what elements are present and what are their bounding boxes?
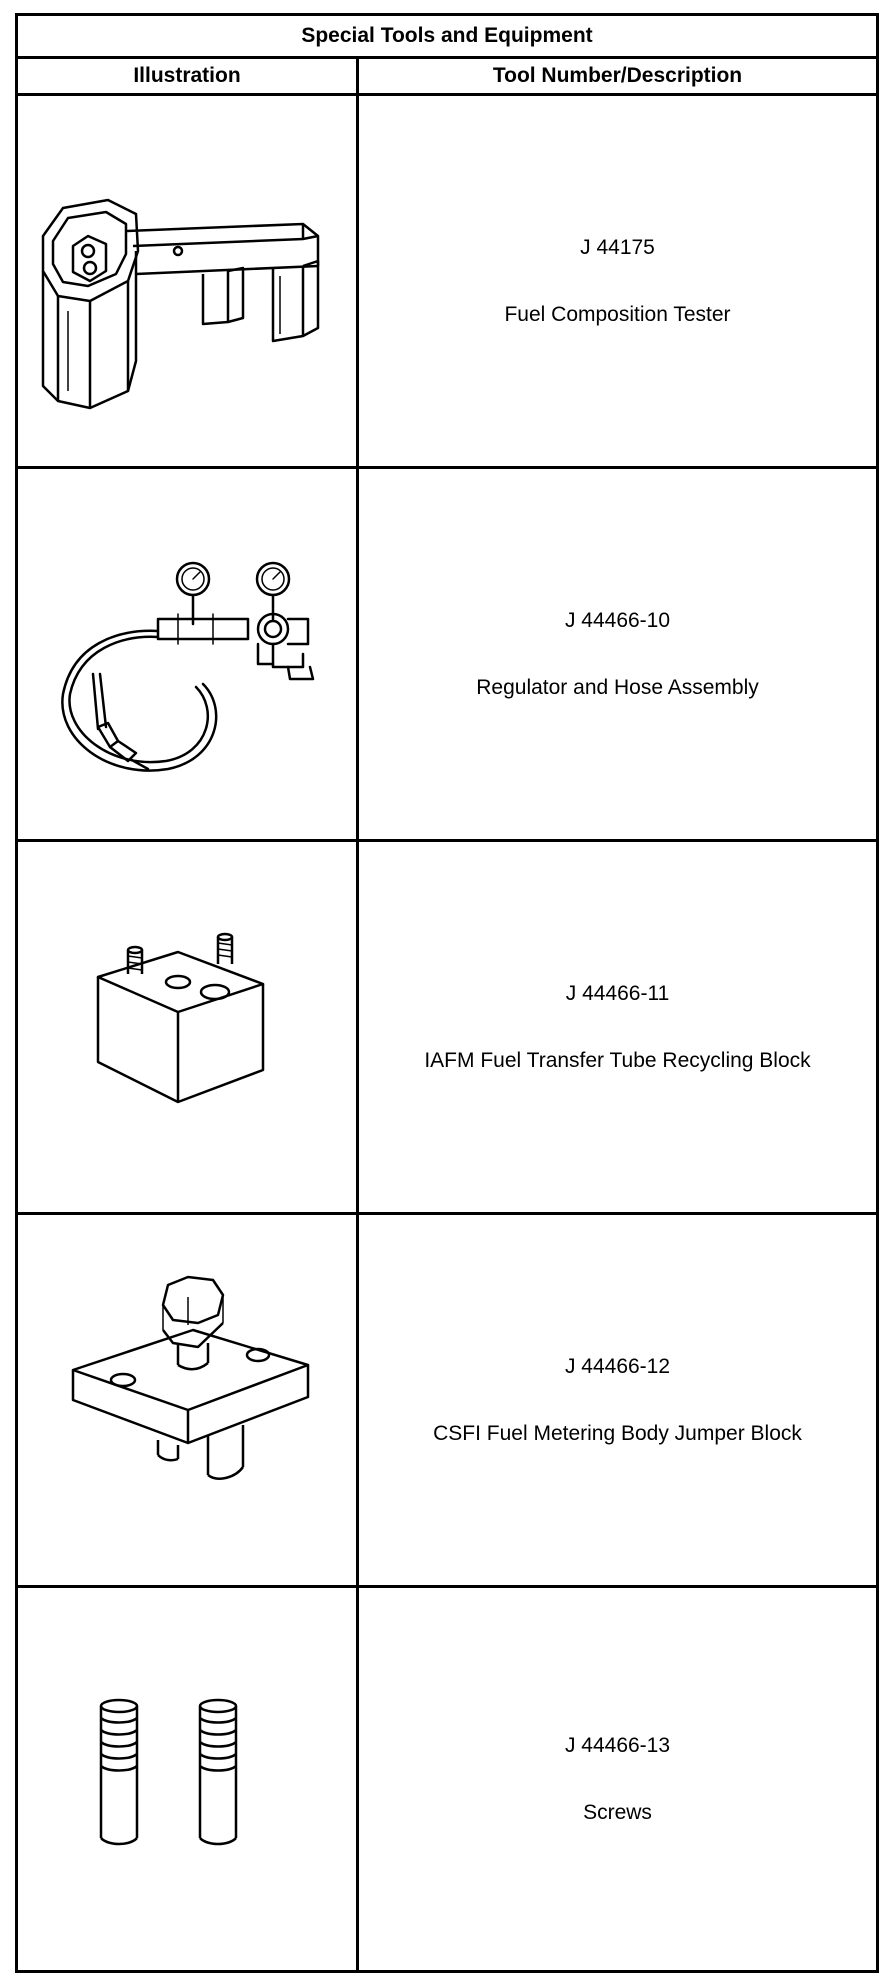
jumper-block-illustration (18, 1215, 356, 1585)
table-header-row: Illustration Tool Number/Description (18, 59, 876, 96)
table-row: J 44466-11 IAFM Fuel Transfer Tube Recyc… (18, 842, 876, 1215)
tool-description: Screws (583, 1800, 652, 1824)
special-tools-table: Special Tools and Equipment Illustration… (15, 13, 879, 1973)
recycling-block-illustration (18, 842, 356, 1212)
table-title: Special Tools and Equipment (18, 16, 876, 59)
description-cell: J 44466-11 IAFM Fuel Transfer Tube Recyc… (359, 842, 876, 1212)
tool-number: J 44466-10 (564, 608, 671, 632)
fuel-composition-tester-illustration (18, 96, 356, 466)
illustration-cell (18, 1215, 359, 1585)
tool-number: J 44466-12 (564, 1354, 671, 1378)
description-cell: J 44466-12 CSFI Fuel Metering Body Jumpe… (359, 1215, 876, 1585)
illustration-cell (18, 96, 359, 466)
tool-description: Fuel Composition Tester (504, 302, 731, 326)
tool-description: Regulator and Hose Assembly (476, 675, 759, 699)
regulator-hose-assembly-illustration (18, 469, 356, 839)
table-row: J 44466-10 Regulator and Hose Assembly (18, 469, 876, 842)
description-cell: J 44466-13 Screws (359, 1588, 876, 1970)
tool-description: CSFI Fuel Metering Body Jumper Block (433, 1421, 802, 1445)
column-header-illustration: Illustration (18, 59, 359, 93)
table-row: J 44466-13 Screws (18, 1588, 876, 1970)
column-header-description: Tool Number/Description (492, 64, 743, 87)
description-cell: J 44466-10 Regulator and Hose Assembly (359, 469, 876, 839)
illustration-cell (18, 842, 359, 1212)
tool-number: J 44466-11 (565, 981, 670, 1005)
tool-number: J 44466-13 (564, 1733, 671, 1757)
tool-number: J 44175 (580, 235, 655, 259)
tool-description: IAFM Fuel Transfer Tube Recycling Block (424, 1048, 811, 1072)
table-row: J 44175 Fuel Composition Tester (18, 96, 876, 469)
screws-illustration (18, 1588, 356, 1958)
illustration-cell (18, 1588, 359, 1970)
table-row: J 44466-12 CSFI Fuel Metering Body Jumpe… (18, 1215, 876, 1588)
illustration-cell (18, 469, 359, 839)
description-cell: J 44175 Fuel Composition Tester (359, 96, 876, 466)
